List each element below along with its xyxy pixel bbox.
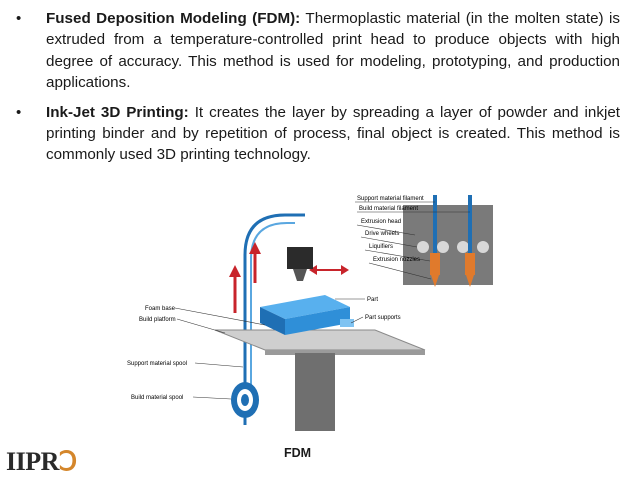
nozzle: [293, 269, 307, 281]
iipr-logo: IIPRↃ: [6, 447, 77, 477]
label-build-platform: Build platform: [139, 317, 176, 323]
label-part: Part: [367, 297, 378, 303]
label-extrusion-head: Extrusion head: [361, 219, 401, 225]
bullet-dot: •: [16, 8, 21, 29]
label-extrusion-nozzles: Extrusion nozzles: [373, 257, 420, 263]
label-build-spool: Build material spool: [131, 395, 183, 401]
bullet-fdm: • Fused Deposition Modeling (FDM): Therm…: [14, 8, 620, 94]
platform-edge: [265, 350, 425, 355]
label-build-filament: Build material filament: [359, 206, 418, 212]
bullet-term: Fused Deposition Modeling (FDM):: [46, 10, 300, 27]
part-supports: [340, 319, 354, 327]
label-support-spool: Support material spool: [127, 361, 187, 367]
label-drive-wheels: Drive wheels: [365, 231, 399, 237]
bullet-list: • Fused Deposition Modeling (FDM): Therm…: [14, 8, 620, 174]
bullet-dot: •: [16, 102, 21, 123]
red-arrow-up-left: [229, 265, 241, 313]
logo-text: IIPR: [6, 447, 59, 476]
fdm-diagram: Support material filament Build material…: [125, 195, 565, 435]
label-foam-base: Foam base: [145, 306, 176, 312]
bullet-inkjet: • Ink-Jet 3D Printing: It creates the la…: [14, 102, 620, 166]
label-part-supports: Part supports: [365, 315, 401, 321]
label-support-filament: Support material filament: [357, 196, 424, 202]
label-liquifiers: Liquifiers: [369, 244, 393, 250]
figure-caption: FDM: [284, 446, 311, 460]
extrusion-head: [287, 247, 313, 269]
platform-column: [295, 353, 335, 431]
logo-accent: Ↄ: [59, 447, 77, 476]
build-material-spool: [231, 382, 259, 418]
fdm-diagram-svg: Support material filament Build material…: [125, 195, 565, 435]
bullet-term: Ink-Jet 3D Printing:: [46, 104, 189, 121]
red-arrow-horizontal: [309, 265, 349, 275]
